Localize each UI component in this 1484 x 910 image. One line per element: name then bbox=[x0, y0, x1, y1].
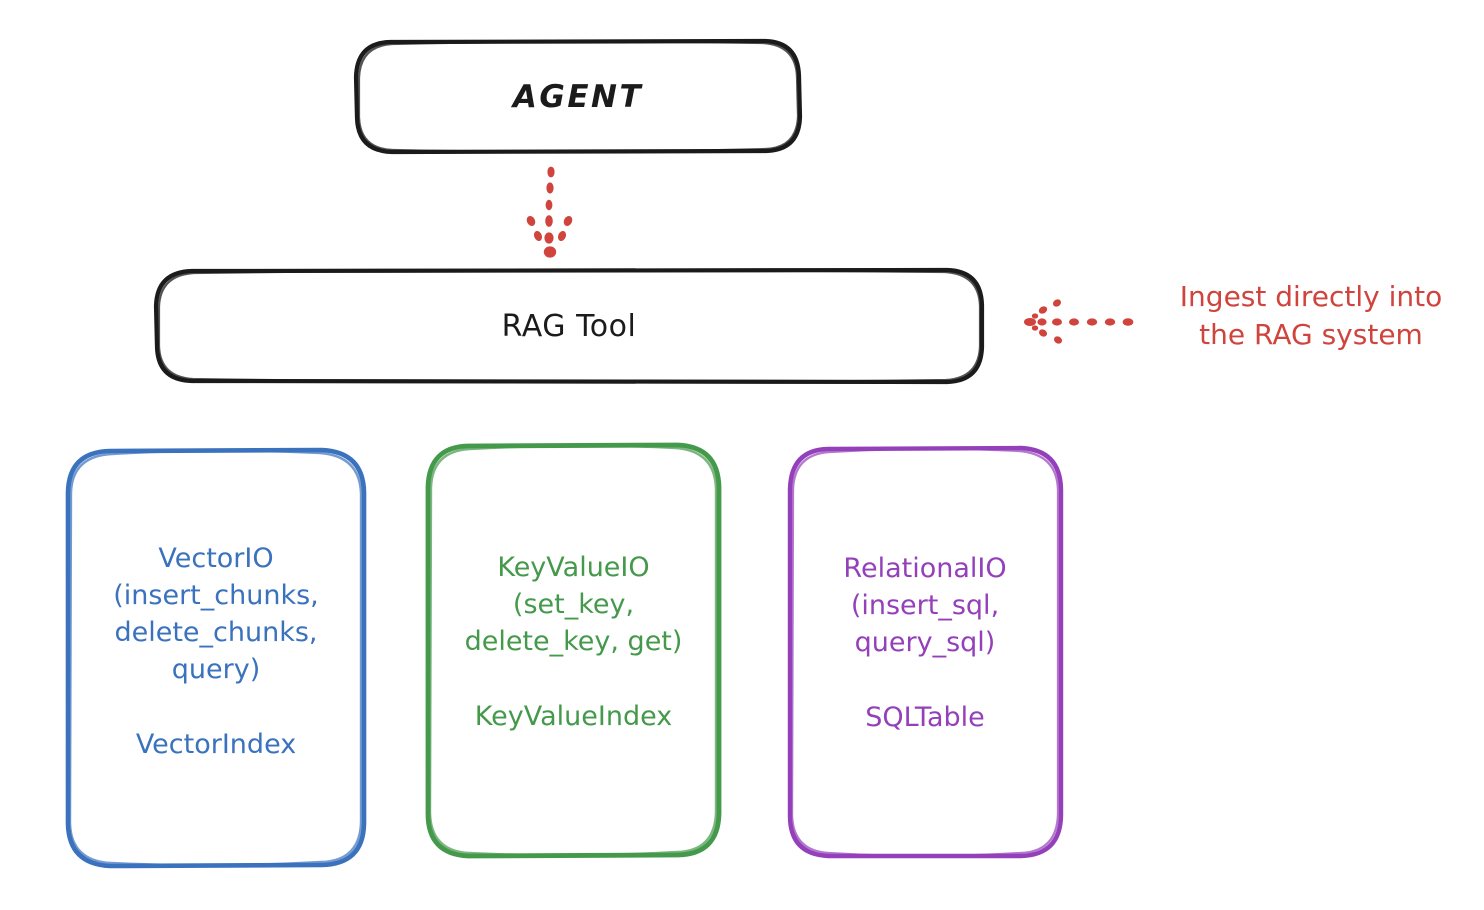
vector-io-card-shape[interactable] bbox=[65, 447, 367, 869]
agent-to-rag-tool-arrow bbox=[526, 166, 573, 258]
relational-io-card-shape[interactable] bbox=[787, 445, 1064, 859]
rag-tool-box-shape[interactable] bbox=[153, 267, 985, 385]
key-value-io-card-shape[interactable] bbox=[425, 442, 722, 859]
ingest-note-arrow bbox=[1024, 299, 1134, 344]
agent-box-shape[interactable] bbox=[353, 38, 803, 155]
